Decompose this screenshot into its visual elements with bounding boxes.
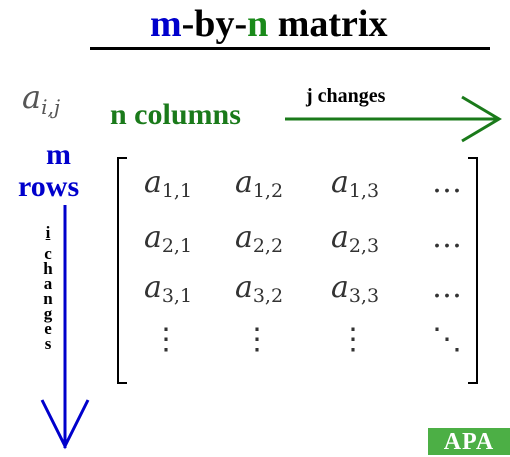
rows-label: rows (18, 170, 80, 203)
cell-base: a (330, 165, 349, 200)
ellipsis: … (432, 270, 466, 305)
i-changes-char: s (44, 334, 52, 353)
matrix-cell: a2,3 (305, 220, 405, 257)
cell-index: 1,3 (348, 180, 380, 202)
matrix-cell: … (399, 220, 499, 255)
i-changes-char: h (43, 259, 53, 278)
title-matrix: matrix (268, 3, 388, 45)
right-bracket (468, 157, 478, 384)
matrix-cell: a3,1 (118, 270, 218, 307)
ellipsis: ⋮ (242, 322, 276, 357)
title-m: m (150, 3, 182, 45)
cell-base: a (330, 270, 349, 305)
matrix-cell: a1,2 (209, 165, 309, 202)
columns-label: n columns (110, 98, 241, 131)
matrix-cell: … (399, 165, 499, 200)
matrix-cell: a2,2 (209, 220, 309, 257)
j-letter: j (306, 85, 313, 107)
i-changes-char: a (43, 274, 53, 293)
cell-base: a (234, 270, 253, 305)
element-label-base: a (22, 78, 42, 116)
diagram-title: m-by-n matrix (150, 2, 387, 46)
cell-index: 3,3 (348, 285, 380, 307)
matrix-cell: ⋮ (118, 322, 218, 357)
cell-base: a (330, 220, 349, 255)
cell-index: 2,1 (161, 235, 193, 257)
j-changes-label: j changes (306, 85, 385, 108)
cell-base: a (143, 165, 162, 200)
i-letter: i (45, 223, 51, 242)
j-changes-text: changes (312, 85, 386, 107)
matrix-cell: a3,3 (305, 270, 405, 307)
i-changes-char: n (43, 289, 53, 308)
matrix-cell: a1,3 (305, 165, 405, 202)
ellipsis: ⋱ (432, 322, 466, 357)
matrix-cell: a1,1 (118, 165, 218, 202)
rows-m: m (46, 138, 71, 171)
cell-base: a (234, 165, 253, 200)
ellipsis: … (432, 165, 466, 200)
cell-index: 1,1 (161, 180, 193, 202)
cell-base: a (143, 270, 162, 305)
cell-index: 2,3 (348, 235, 380, 257)
matrix-cell: ⋮ (305, 322, 405, 357)
element-label: ai,j (22, 78, 60, 119)
i-changes-char: c (44, 244, 52, 263)
cell-index: 2,2 (252, 235, 284, 257)
element-label-sub: i,j (41, 95, 61, 119)
matrix-cell: ⋱ (399, 322, 499, 357)
matrix-cell: ⋮ (209, 322, 309, 357)
matrix-cell: a2,1 (118, 220, 218, 257)
title-n: n (247, 3, 269, 45)
column-arrow (285, 95, 502, 143)
title-by: -by- (181, 3, 248, 45)
matrix-cell: a3,2 (209, 270, 309, 307)
cell-index: 3,1 (161, 285, 193, 307)
ellipsis: … (432, 220, 466, 255)
cell-index: 3,2 (252, 285, 284, 307)
row-arrow (40, 205, 90, 450)
title-underline (90, 47, 490, 50)
matrix-cell: … (399, 270, 499, 305)
left-bracket (117, 157, 127, 384)
cell-base: a (234, 220, 253, 255)
matrix-brackets (117, 157, 478, 384)
ellipsis: ⋮ (338, 322, 372, 357)
i-changes-label: i c h a n g e s (38, 223, 58, 353)
apa-logo: APA (428, 428, 510, 455)
i-changes-char: e (44, 319, 52, 338)
ellipsis: ⋮ (151, 322, 185, 357)
cell-index: 1,2 (252, 180, 284, 202)
i-changes-char: g (43, 304, 53, 323)
cell-base: a (143, 220, 162, 255)
